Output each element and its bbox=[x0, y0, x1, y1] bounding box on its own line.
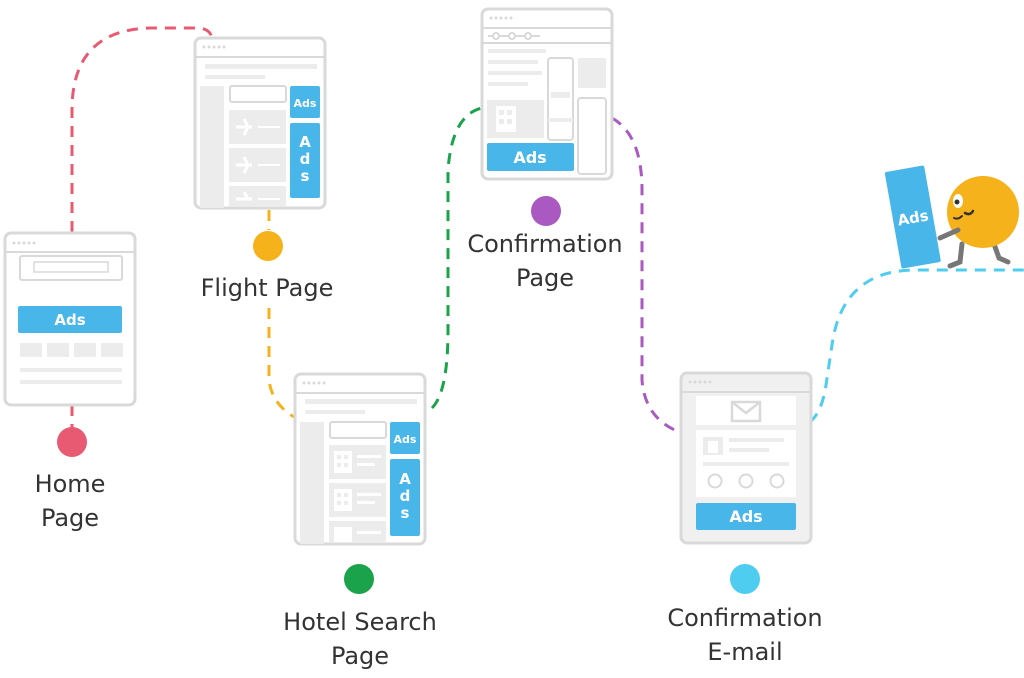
flight-page-mockup: Ads A d s bbox=[193, 36, 327, 210]
home-label-line1: Home bbox=[35, 470, 106, 498]
email-label-line2: E-mail bbox=[707, 638, 782, 666]
flight-ads-vertical-letter-1: A bbox=[299, 133, 311, 151]
flight-ads-vertical bbox=[290, 123, 320, 198]
mascot-ads-sign: Ads bbox=[884, 165, 941, 269]
mascot-body bbox=[947, 176, 1019, 248]
flight-connector-path bbox=[267, 308, 297, 420]
home-connector-path bbox=[70, 26, 214, 232]
home-ads-banner bbox=[18, 306, 122, 333]
home-page-mockup: Ads bbox=[3, 231, 137, 407]
envelope-icon bbox=[730, 400, 762, 423]
flight-ads-small bbox=[290, 86, 320, 118]
plane-icon bbox=[229, 110, 286, 144]
home-stage-dot bbox=[57, 427, 87, 457]
flight-ads-vertical-letter-3: s bbox=[301, 167, 310, 185]
building-icon bbox=[329, 521, 386, 542]
plane-icon bbox=[229, 148, 286, 182]
hotel-label-line2: Page bbox=[331, 642, 389, 670]
mascot-ads-label: Ads bbox=[896, 206, 930, 229]
hotel-ads-vertical-letter-2: d bbox=[400, 487, 411, 505]
building-icon bbox=[487, 100, 544, 138]
email-connector-path bbox=[808, 268, 1024, 424]
confirmation-page-mockup: Ads bbox=[480, 7, 614, 181]
flight-stage-dot bbox=[253, 231, 283, 261]
hotel-stage-dot bbox=[344, 564, 374, 594]
building-icon bbox=[329, 483, 386, 517]
mascot-character: Ads bbox=[884, 165, 1019, 269]
hotel-label-line1: Hotel Search bbox=[283, 608, 437, 636]
email-stage-dot bbox=[730, 564, 760, 594]
confirmation-stage-dot bbox=[531, 196, 561, 226]
confirmation-label-line2: Page bbox=[516, 264, 574, 292]
flight-ads-vertical-letter-2: d bbox=[300, 150, 311, 168]
flight-ads-small-label: Ads bbox=[294, 97, 317, 110]
confirmation-ads-banner bbox=[487, 143, 574, 171]
confirmation-ads-label: Ads bbox=[513, 148, 546, 167]
home-label-line2: Page bbox=[41, 504, 99, 532]
confirmation-label-line1: Confirmation bbox=[467, 230, 622, 258]
plane-icon bbox=[229, 186, 286, 206]
flight-label-line1: Flight Page bbox=[201, 274, 334, 302]
email-mockup: Ads bbox=[679, 371, 813, 545]
home-ads-label: Ads bbox=[54, 311, 85, 329]
hotel-ads-small-label: Ads bbox=[394, 433, 417, 446]
hotel-ads-small bbox=[390, 422, 420, 454]
hotel-search-mockup: Ads A d s bbox=[293, 372, 427, 546]
building-icon bbox=[703, 437, 723, 455]
email-ads-label: Ads bbox=[729, 507, 762, 526]
email-ads-banner bbox=[696, 503, 796, 530]
hotel-ads-vertical bbox=[390, 459, 420, 536]
confirmation-connector-path bbox=[611, 116, 683, 435]
hotel-connector-path bbox=[430, 106, 483, 410]
hotel-ads-vertical-letter-1: A bbox=[399, 470, 411, 488]
email-label-line1: Confirmation bbox=[667, 604, 822, 632]
building-icon bbox=[329, 445, 386, 479]
hotel-ads-vertical-letter-3: s bbox=[401, 504, 410, 522]
